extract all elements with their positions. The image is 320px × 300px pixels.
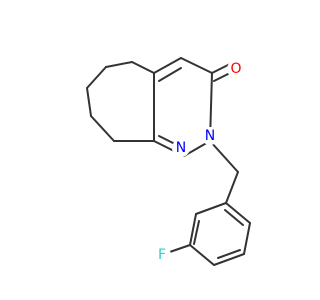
bonds [86,57,251,266]
bond-ar1 [195,202,227,215]
nitrogen-2-label: N [205,128,215,144]
fluorine-mask [153,246,171,264]
bond-c4-c4-double [158,67,182,82]
bond-c4a-c4 [153,57,182,74]
bond-ar6 [225,202,251,224]
bond-ar4 [213,253,245,266]
bond-ar2 [189,213,197,246]
bond-c8-c9 [90,115,115,142]
molecule-structure: O N N F [86,57,251,266]
bond-ar5 [243,222,251,255]
bond-c7-c8 [86,87,92,117]
nitrogen-1-label: N [176,140,186,156]
oxygen-label: O [230,61,241,77]
bond-c5-c6 [105,61,133,68]
bond-c6-c7 [86,66,107,89]
bond-c4a-c5 [131,61,155,74]
atom-labels: O N N F [153,60,245,264]
bond-c4-c3 [180,57,213,74]
bond-ar3 [189,244,215,266]
oxygen-mask [227,60,245,78]
bond-n2-ch2 [209,140,239,173]
structure-canvas: O N N F [86,57,251,266]
bond-ar-double-2 [217,249,241,259]
bond-ch2-ring [225,171,239,204]
nitrogen-1-mask [172,139,190,157]
fluorine-label: F [158,247,166,263]
bond-ar-double-1 [193,220,200,245]
nitrogen-2-mask [201,127,219,145]
bond-ar-double-3 [224,209,244,226]
